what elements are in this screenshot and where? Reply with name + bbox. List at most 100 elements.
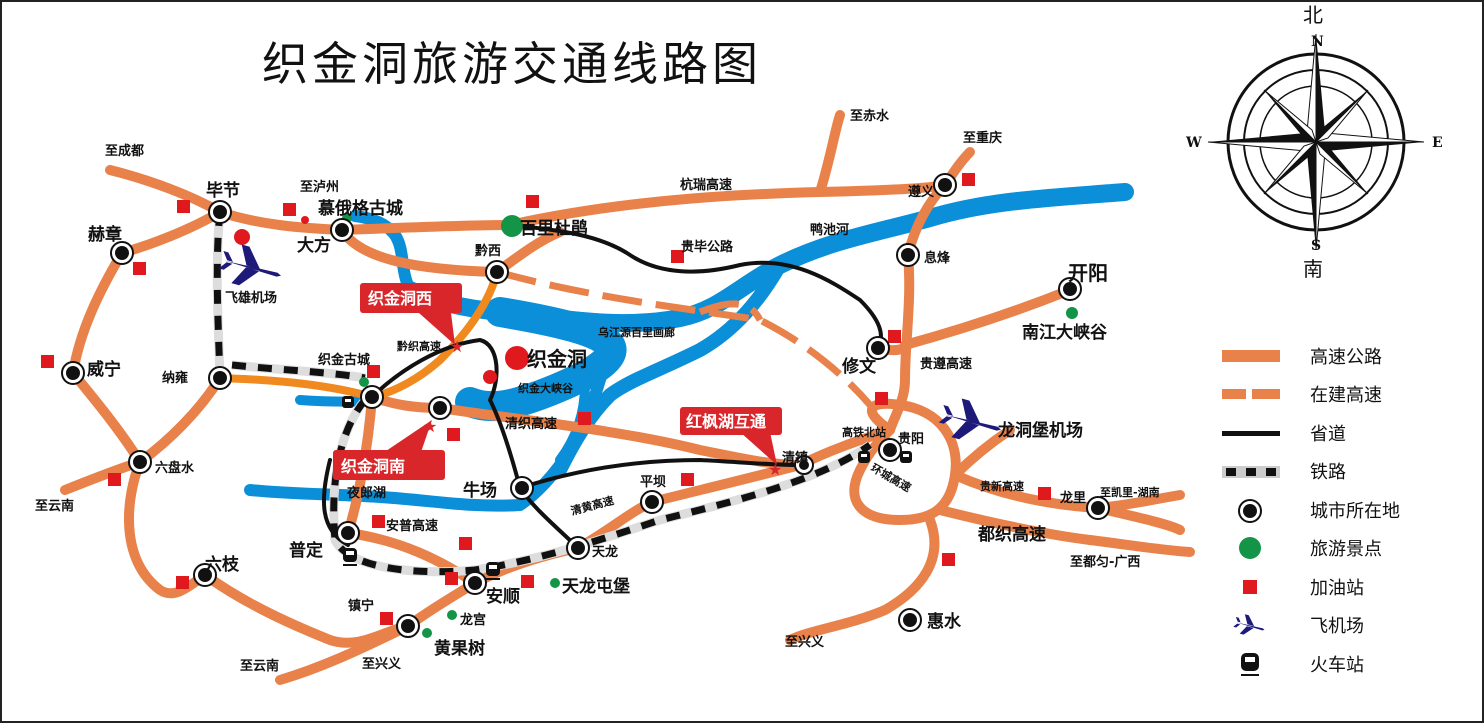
- train-station-icon: [342, 396, 354, 408]
- legend-label-0: 高速公路: [1310, 347, 1382, 368]
- gas-station: [133, 262, 146, 275]
- label-zunyi: 遵义: [908, 184, 935, 200]
- star-icon: ★: [768, 460, 782, 479]
- highway-hangrui: [505, 180, 950, 230]
- label-bijie: 毕节: [206, 180, 240, 201]
- label-anshun: 安顺: [486, 586, 520, 607]
- label-liupanshui: 六盘水: [155, 460, 195, 476]
- legend-swatch-city: [1238, 499, 1262, 523]
- gas-station: [176, 576, 189, 589]
- label-guixin: 贵新高速: [980, 479, 1024, 493]
- highway-pingba-qingzhen: [647, 460, 805, 507]
- city-marker-xiuwen: [866, 336, 890, 360]
- label-liuzhi: 六枝: [205, 554, 240, 575]
- label-qianxi: 黔西: [475, 243, 501, 259]
- gas-stations: [41, 173, 1051, 625]
- label-weining: 威宁: [87, 359, 121, 380]
- scenic-dot-baili: [501, 215, 523, 237]
- label-to-chongqing: 至重庆: [963, 130, 1002, 146]
- star-icon: ★: [423, 417, 437, 436]
- highway-kaili: [950, 425, 1015, 480]
- label-puding: 普定: [289, 540, 323, 561]
- callout-hongfeng-label: 红枫湖互通: [686, 412, 766, 431]
- legend-label-1: 在建高速: [1310, 385, 1382, 406]
- road-guibi: [508, 223, 883, 350]
- city-marker-anshun: [463, 571, 487, 595]
- gas-station: [1038, 487, 1051, 500]
- map-title: 织金洞旅游交通线路图: [262, 37, 762, 91]
- legend-label-6: 加油站: [1310, 578, 1364, 599]
- legend-swatch-railway-dash: [1226, 468, 1236, 476]
- legend-swatch-construction: [1222, 389, 1246, 399]
- construction-qianxi-xiuwen: [496, 268, 873, 408]
- city-marker-qianxi: [485, 260, 509, 284]
- label-muege: 慕俄格古城: [317, 198, 403, 219]
- label-qingzhi: 清织高速: [505, 416, 557, 432]
- label-longli: 龙里: [1060, 490, 1086, 506]
- legend-swatch-railway-dash: [1246, 468, 1256, 476]
- city-marker-dafang: [330, 218, 354, 242]
- gas-station: [526, 195, 539, 208]
- city-marker-bijie: [208, 200, 232, 224]
- label-huangguoshu: 黄果树: [434, 638, 485, 659]
- label-baili-dujuan: 百里杜鹃: [520, 218, 588, 239]
- compass-s: S: [1311, 238, 1321, 254]
- label-gaotie: 高铁北站: [842, 425, 886, 439]
- gas-station: [445, 572, 458, 585]
- railway-nayong-gucheng: [231, 360, 366, 383]
- gas-station: [671, 250, 684, 263]
- city-marker-zhenning: [396, 614, 420, 638]
- label-to-xingyi-east: 至兴义: [785, 634, 825, 650]
- highway-yunnan-south: [275, 621, 413, 685]
- gas-station: [372, 515, 385, 528]
- legend-label-7: 飞机场: [1310, 616, 1364, 637]
- provincial-roads: [321, 223, 883, 550]
- airport-feixiong-icon: [218, 244, 281, 286]
- label-yelanghu: 夜郎湖: [346, 485, 386, 501]
- airport-longdongbao-icon: [938, 398, 1001, 440]
- scenic-dot-tianlong: [550, 578, 560, 588]
- gas-station: [578, 412, 591, 425]
- label-longdongbao-airport: 龙洞堡机场: [997, 420, 1083, 441]
- highway-weining-up: [68, 248, 127, 378]
- legend-train-icon: [1241, 653, 1259, 676]
- gas-station: [108, 473, 121, 486]
- legend-swatch-highway: [1222, 350, 1280, 362]
- label-xifeng: 息烽: [924, 250, 951, 266]
- highway-kaiyang: [900, 285, 1075, 350]
- label-tianlong: 天龙: [592, 544, 618, 560]
- scenic-dot-gucheng: [359, 377, 369, 387]
- river-upper: [349, 210, 416, 296]
- gas-station: [681, 473, 694, 486]
- scenic-dot-zhijin: [505, 346, 529, 370]
- highway-guiyang-huishui: [785, 515, 940, 645]
- gas-station: [521, 575, 534, 588]
- label-anpu: 安普高速: [386, 518, 438, 534]
- legend-label-4: 城市所在地: [1310, 501, 1400, 522]
- gas-station: [459, 537, 472, 550]
- legend-label-5: 旅游景点: [1310, 539, 1382, 560]
- legend-swatch-gas: [1243, 580, 1257, 594]
- train-station-icon: [486, 562, 500, 580]
- callout-zhijin-south: 织金洞南 ★: [333, 417, 445, 480]
- train-stations: [342, 396, 912, 580]
- gas-station: [367, 365, 380, 378]
- label-nayong: 纳雍: [162, 370, 188, 386]
- label-hezhang: 赫章: [88, 224, 122, 245]
- label-duzhi: 都织高速: [977, 524, 1046, 545]
- city-marker-puding: [336, 521, 360, 545]
- label-to-yunnan: 至云南: [35, 498, 74, 514]
- highway-xifeng-guiyang: [885, 250, 915, 435]
- scenic-dot-longgong: [447, 610, 457, 620]
- train-station-icon: [900, 451, 912, 463]
- label-longgong: 龙宫: [460, 612, 486, 628]
- direction-labels: 至成都 至泸州 至赤水 至重庆 至云南 至云南 至兴义 至兴义 至都匀-广西 至…: [35, 108, 1160, 674]
- label-nanjiang: 南江大峡谷: [1022, 322, 1108, 343]
- callout-hongfeng: 红枫湖互通 ★: [680, 407, 782, 479]
- city-marker-longli: [1086, 496, 1110, 520]
- city-marker-liuzhi: [193, 563, 217, 587]
- highway-dafang-qianxi: [337, 225, 502, 277]
- label-qianzhi: 黔织高速: [397, 339, 441, 353]
- label-zhijin-daxiagu: 织金大峡谷: [518, 381, 574, 395]
